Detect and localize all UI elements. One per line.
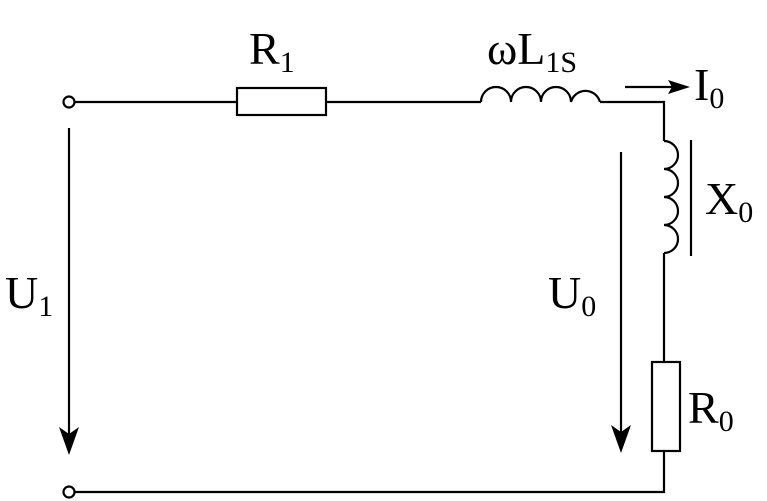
- input-terminal-bottom: [62, 485, 76, 499]
- resistor-r1: [235, 86, 328, 117]
- label-r1: R1: [249, 23, 295, 79]
- voltage-arrow-u0-head: [611, 425, 631, 453]
- resistor-r0: [650, 360, 682, 453]
- label-i0: I0: [694, 59, 724, 115]
- label-u1: U1: [5, 267, 53, 323]
- bottom-wire: [75, 451, 666, 494]
- top-wire-right: [600, 100, 666, 141]
- label-r0: R0: [688, 382, 734, 438]
- voltage-arrow-u1-head: [59, 427, 79, 455]
- inductor-l1s: [479, 85, 602, 103]
- input-terminal-top: [62, 95, 76, 109]
- label-x0: X0: [705, 173, 753, 229]
- inductor-x0: [663, 139, 680, 255]
- current-arrow-i0-head: [668, 80, 690, 94]
- label-u0: U0: [548, 267, 596, 323]
- label-l1s: ωL1S: [487, 23, 577, 79]
